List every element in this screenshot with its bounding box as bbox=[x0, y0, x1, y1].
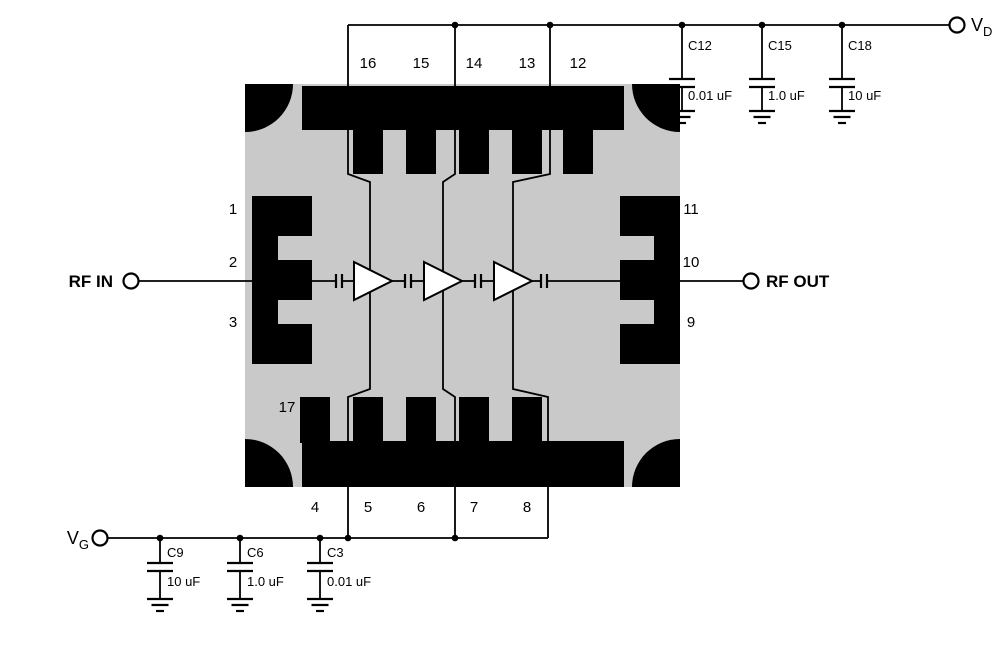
rf-out-terminal bbox=[742, 272, 760, 290]
cap-ref-label: C9 bbox=[167, 545, 184, 560]
capacitor-icon bbox=[749, 77, 775, 89]
series-capacitor-icon bbox=[539, 274, 549, 288]
ground-icon bbox=[227, 597, 253, 613]
wire-gate-bias-1 bbox=[347, 292, 371, 538]
vd-terminal bbox=[948, 16, 966, 34]
capacitor-icon bbox=[227, 561, 253, 573]
vg-terminal bbox=[91, 529, 109, 547]
cap-ref-label: C18 bbox=[848, 38, 872, 53]
wires bbox=[108, 21, 949, 542]
capacitor-icon bbox=[829, 77, 855, 89]
left-pad-array bbox=[252, 196, 312, 364]
cap-value-label: 10 uF bbox=[167, 574, 200, 589]
amplifier-icon bbox=[353, 260, 395, 302]
ground-icon bbox=[307, 597, 333, 613]
pin-label-11: 11 bbox=[683, 201, 699, 218]
capacitor-c15: C15 1.0 uF bbox=[749, 25, 805, 125]
wire-drain-bias-2 bbox=[442, 25, 456, 271]
series-capacitor-icon bbox=[403, 274, 413, 288]
pin-label-9: 9 bbox=[687, 314, 695, 331]
rf-out-label: RF OUT bbox=[766, 272, 830, 291]
pin-label-7: 7 bbox=[470, 499, 478, 516]
wire-gate-bias-2 bbox=[442, 291, 456, 538]
pin-label-17: 17 bbox=[279, 399, 296, 416]
vg-decoupling-caps: C9 10 uF C6 1.0 uF bbox=[147, 538, 371, 613]
chip-corner-pad-bl bbox=[245, 439, 293, 487]
pin-label-13: 13 bbox=[519, 55, 536, 72]
vg-label: VG bbox=[67, 528, 89, 552]
amplifier-icon bbox=[493, 260, 535, 302]
pin-label-12: 12 bbox=[570, 55, 587, 72]
pin-label-14: 14 bbox=[466, 55, 483, 72]
wire-drain-bias-3 bbox=[512, 25, 551, 271]
labels: RF IN RF OUT VD VG 16 15 14 13 12 4 5 6 … bbox=[67, 15, 993, 552]
wire-drain-bias-1 bbox=[347, 25, 371, 270]
ground-icon bbox=[829, 109, 855, 125]
cap-ref-label: C12 bbox=[688, 38, 712, 53]
pin-label-1: 1 bbox=[229, 201, 237, 218]
rf-in-terminal bbox=[122, 272, 140, 290]
junction-dot bbox=[546, 21, 554, 29]
cap-ref-label: C6 bbox=[247, 545, 264, 560]
wire-gate-bias-3 bbox=[512, 291, 549, 538]
cap-value-label: 0.01 uF bbox=[327, 574, 371, 589]
pin-label-5: 5 bbox=[364, 499, 372, 516]
vd-label: VD bbox=[971, 15, 992, 39]
pin-label-4: 4 bbox=[311, 499, 319, 516]
cap-ref-label: C15 bbox=[768, 38, 792, 53]
chip-package bbox=[245, 84, 680, 487]
amplifier-icon bbox=[423, 260, 465, 302]
chip-corner-pad-tr bbox=[632, 84, 680, 132]
cap-ref-label: C3 bbox=[327, 545, 344, 560]
pin-label-16: 16 bbox=[360, 55, 377, 72]
capacitor-c9: C9 10 uF bbox=[147, 538, 200, 613]
capacitor-c18: C18 10 uF bbox=[829, 25, 881, 125]
ground-icon bbox=[749, 109, 775, 125]
cap-value-label: 10 uF bbox=[848, 88, 881, 103]
amplifier-stages bbox=[334, 260, 549, 302]
capacitor-c3: C3 0.01 uF bbox=[307, 538, 371, 613]
pin-label-10: 10 bbox=[683, 254, 700, 271]
cap-value-label: 0.01 uF bbox=[688, 88, 732, 103]
vd-decoupling-caps: C12 0.01 uF C15 1.0 uF bbox=[669, 25, 881, 125]
capacitor-icon bbox=[147, 561, 173, 573]
capacitor-c12: C12 0.01 uF bbox=[669, 25, 732, 125]
top-pad-array bbox=[302, 86, 624, 174]
right-pad-array bbox=[620, 196, 680, 364]
junction-dot bbox=[344, 534, 352, 542]
cap-value-label: 1.0 uF bbox=[768, 88, 805, 103]
capacitor-icon bbox=[307, 561, 333, 573]
series-capacitor-icon bbox=[473, 274, 483, 288]
chip-corner-pad-br bbox=[632, 439, 680, 487]
pin-label-15: 15 bbox=[413, 55, 430, 72]
bottom-pad-array bbox=[300, 397, 624, 487]
junction-dot bbox=[451, 21, 459, 29]
cap-value-label: 1.0 uF bbox=[247, 574, 284, 589]
series-capacitor-icon bbox=[334, 274, 344, 288]
ground-icon bbox=[669, 109, 695, 125]
terminals bbox=[91, 16, 966, 547]
capacitor-c6: C6 1.0 uF bbox=[227, 538, 284, 613]
pin-label-3: 3 bbox=[229, 314, 237, 331]
pin-label-2: 2 bbox=[229, 254, 237, 271]
rf-in-label: RF IN bbox=[69, 272, 113, 291]
pin-label-6: 6 bbox=[417, 499, 425, 516]
pin-label-8: 8 bbox=[523, 499, 531, 516]
ground-icon bbox=[147, 597, 173, 613]
chip-corner-pad-tl bbox=[245, 84, 293, 132]
junction-dot bbox=[451, 534, 459, 542]
